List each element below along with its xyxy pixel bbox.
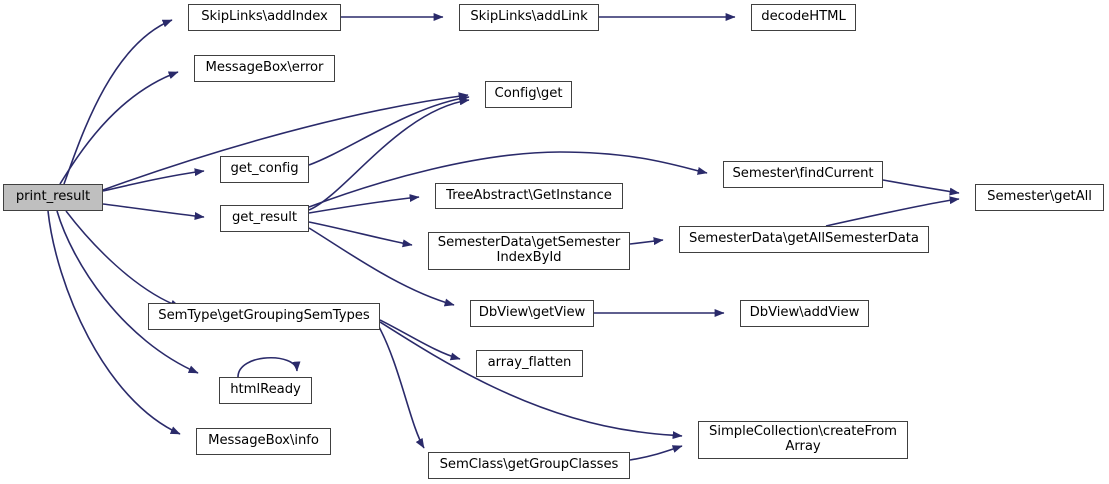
node-label: array_flatten: [487, 355, 572, 371]
node-get-result[interactable]: get_result: [220, 205, 309, 232]
edge-htmlready-htmlready: [237, 356, 301, 378]
node-get-config[interactable]: get_config: [220, 156, 309, 183]
edge-semesterdata_getsemesterindexbyid-semesterdata_getallsemesterdata: [629, 237, 664, 246]
edge-get_result-treeabstract_getinstance: [308, 193, 420, 214]
node-label: MessageBox\info: [208, 433, 319, 449]
edge-print_result-skiplinks_addindex: [63, 19, 173, 185]
edge-get_config-config_get: [308, 94, 470, 166]
node-label: SemClass\getGroupClasses: [439, 457, 619, 473]
node-label: SimpleCollection\createFrom Array: [709, 424, 897, 454]
edge-semester_findcurrent-semester_getall: [882, 179, 960, 196]
node-skiplinks-addlink[interactable]: SkipLinks\addLink: [459, 4, 599, 31]
node-print-result[interactable]: print_result: [3, 184, 103, 211]
edge-print_result-messagebox_error: [59, 71, 179, 185]
node-label: TreeAbstract\GetInstance: [446, 187, 612, 203]
node-semester-getall[interactable]: Semester\getAll: [975, 184, 1104, 211]
edge-semtype_getgroupingsemtypes-simplecollection_createfromarray: [379, 321, 683, 440]
edge-get_result-semester_findcurrent: [308, 151, 708, 208]
node-label: Config\get: [494, 86, 563, 102]
node-label: SkipLinks\addIndex: [201, 9, 328, 25]
node-htmlready[interactable]: htmlReady: [219, 377, 312, 404]
node-semesterdata-getallsemesterdata[interactable]: SemesterData\getAllSemesterData: [679, 226, 929, 253]
edge-print_result-htmlready: [56, 210, 199, 374]
node-messagebox-info[interactable]: MessageBox\info: [196, 428, 331, 455]
edge-print_result-get_result: [102, 203, 205, 220]
node-label: SemesterData\getSemester IndexById: [437, 235, 621, 265]
node-semester-findcurrent[interactable]: Semester\findCurrent: [723, 161, 883, 188]
edge-semclass_getgroupclasses-simplecollection_createfromarray: [629, 445, 683, 461]
node-label: Semester\findCurrent: [732, 166, 874, 182]
node-semtype-getgroupingsemtypes[interactable]: SemType\getGroupingSemTypes: [148, 303, 380, 330]
edge-print_result-semtype_getgroupingsemtypes: [65, 210, 181, 308]
node-dbview-getview[interactable]: DbView\getView: [470, 300, 594, 327]
edge-semtype_getgroupingsemtypes-semclass_getgroupclasses: [377, 324, 425, 449]
node-skiplinks-addindex[interactable]: SkipLinks\addIndex: [188, 4, 341, 31]
edge-print_result-messagebox_info: [47, 210, 181, 435]
node-label: get_result: [231, 210, 298, 226]
node-semesterdata-getsemesterindexbyid[interactable]: SemesterData\getSemester IndexById: [428, 232, 630, 270]
node-config-get[interactable]: Config\get: [485, 81, 572, 108]
node-label: DbView\addView: [749, 305, 860, 321]
node-simplecollection-createfromarray[interactable]: SimpleCollection\createFrom Array: [698, 421, 908, 459]
node-label: print_result: [15, 189, 91, 205]
node-label: SemType\getGroupingSemTypes: [158, 308, 370, 324]
node-label: DbView\getView: [478, 305, 586, 321]
node-label: SkipLinks\addLink: [470, 9, 588, 25]
node-semclass-getgroupclasses[interactable]: SemClass\getGroupClasses: [428, 452, 630, 479]
edge-semesterdata_getallsemesterdata-semester_getall: [825, 196, 960, 227]
edge-get_result-dbview_getview: [308, 227, 455, 307]
node-label: htmlReady: [230, 382, 301, 398]
node-messagebox-error[interactable]: MessageBox\error: [194, 55, 335, 82]
edge-get_result-semesterdata_getsemesterindexbyid: [308, 221, 413, 248]
node-dbview-addview[interactable]: DbView\addView: [740, 300, 869, 327]
node-label: SemesterData\getAllSemesterData: [689, 231, 919, 247]
node-decodehtml[interactable]: decodeHTML: [751, 4, 856, 31]
node-treeabstract-getinstance[interactable]: TreeAbstract\GetInstance: [435, 183, 623, 209]
edge-group: [47, 13, 960, 461]
node-label: MessageBox\error: [205, 60, 324, 76]
node-array-flatten[interactable]: array_flatten: [476, 350, 583, 377]
node-label: decodeHTML: [761, 9, 846, 25]
edge-print_result-config_get: [102, 92, 469, 191]
edge-print_result-get_config: [102, 168, 205, 192]
node-label: Semester\getAll: [987, 189, 1092, 205]
node-label: get_config: [230, 161, 299, 177]
edge-semtype_getgroupingsemtypes-array_flatten: [379, 319, 461, 361]
